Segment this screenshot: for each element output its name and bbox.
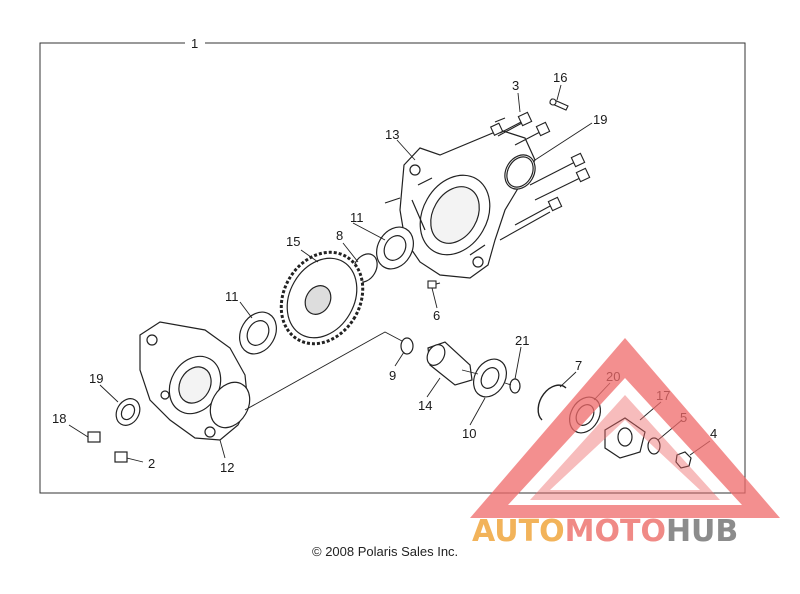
callout-12: 12	[220, 460, 234, 475]
callout-19-lower: 19	[89, 371, 103, 386]
callout-4: 4	[710, 426, 717, 441]
watermark-triangle-icon	[470, 338, 780, 518]
callout-11-upper: 11	[350, 210, 364, 225]
watermark-text: AUTOMOTOHUB	[472, 514, 738, 549]
callout-13: 13	[385, 127, 399, 142]
copyright-notice: © 2008 Polaris Sales Inc.	[312, 544, 458, 559]
callout-21: 21	[515, 333, 529, 348]
callout-11-lower: 11	[225, 289, 239, 304]
callout-16: 16	[553, 70, 567, 85]
callout-19-upper: 19	[593, 112, 607, 127]
callout-6: 6	[433, 308, 440, 323]
front-housing	[139, 321, 251, 441]
callout-7: 7	[575, 358, 582, 373]
snap-ring	[509, 378, 521, 394]
ring-gear	[279, 250, 365, 346]
flange-washer	[647, 437, 661, 455]
callout-14: 14	[418, 398, 432, 413]
needle-bearing	[400, 337, 414, 355]
seal-upper	[506, 156, 534, 188]
callout-8: 8	[336, 228, 343, 243]
housing-bolts	[384, 111, 591, 289]
fill-plug	[114, 451, 128, 463]
watermark-logo	[470, 338, 780, 518]
callout-9: 9	[389, 368, 396, 383]
watermark-hub: HUB	[666, 514, 738, 549]
drain-plug	[87, 431, 101, 443]
callout-2: 2	[148, 456, 155, 471]
rear-housing-cover	[399, 129, 536, 279]
watermark-auto: AUTO	[472, 514, 565, 549]
callout-18: 18	[52, 411, 66, 426]
assembly-frame	[39, 42, 746, 494]
callout-10: 10	[462, 426, 476, 441]
assembly-callout-label: 1	[191, 36, 198, 51]
seal-lower	[115, 398, 141, 426]
breather-fitting	[549, 98, 569, 111]
callout-15: 15	[286, 234, 300, 249]
pinion-gear	[426, 341, 473, 386]
output-flange	[604, 417, 646, 459]
pinion-bearing	[473, 358, 507, 398]
watermark-moto: MOTO	[565, 514, 666, 549]
bearing-upper	[376, 226, 414, 270]
bearing-lower	[239, 311, 277, 355]
flange-nut	[675, 451, 692, 469]
callout-3: 3	[512, 78, 519, 93]
